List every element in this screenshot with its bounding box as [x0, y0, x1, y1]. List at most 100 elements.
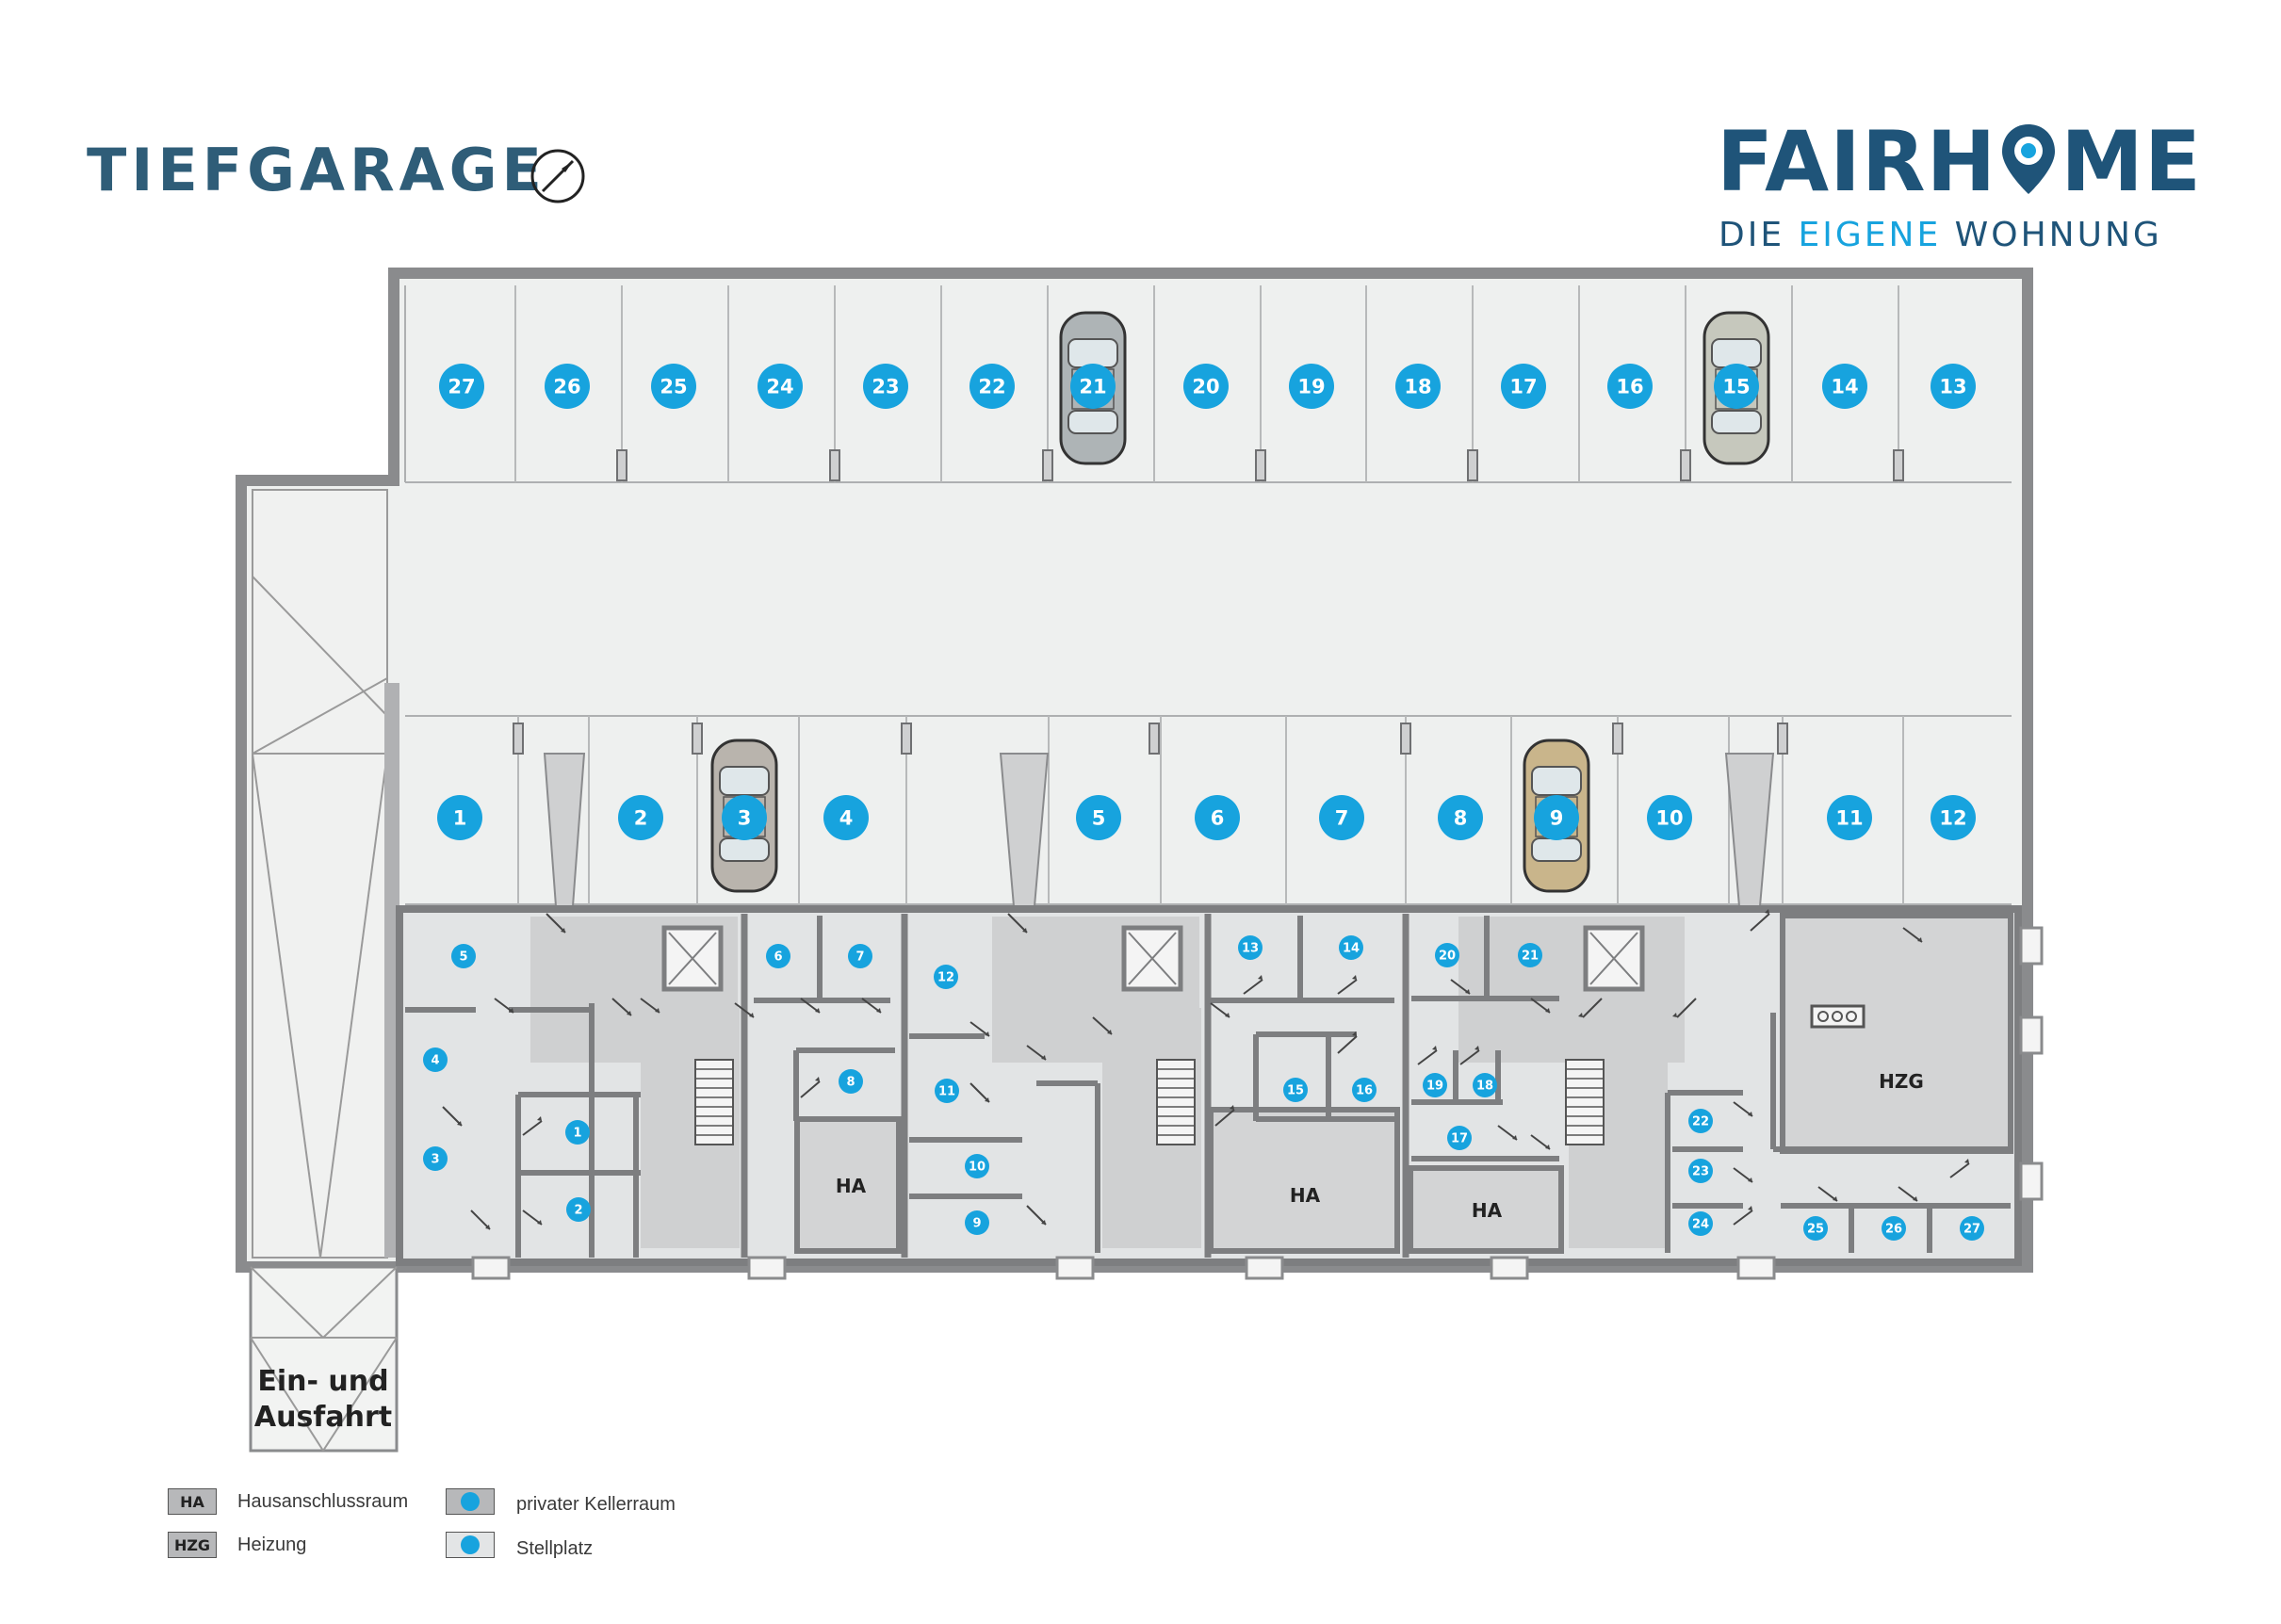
door-26	[1417, 1046, 1438, 1065]
cars	[710, 311, 1770, 893]
pillar-bottom-7	[1777, 723, 1788, 755]
parking-space-14: 14	[1822, 364, 1867, 409]
room-labels: HA HA HA HZG	[836, 1070, 1924, 1222]
cellar-18: 18	[1473, 1073, 1497, 1097]
svg-text:3: 3	[738, 807, 752, 830]
vent-shafts	[543, 753, 1775, 907]
parking-space-6: 6	[1195, 795, 1240, 840]
brand-logo: FAIRH ME DIE EIGENE WOHNUNG	[1717, 121, 2201, 257]
svg-text:12: 12	[1939, 807, 1966, 830]
svg-text:18: 18	[1476, 1080, 1493, 1094]
tagline-part2: WOHNUNG	[1941, 216, 2162, 254]
room-label-hzg: HZG	[1879, 1070, 1924, 1093]
cellar-1: 1	[565, 1120, 590, 1145]
door-7	[522, 1210, 543, 1226]
cellar-12: 12	[934, 965, 958, 989]
parking-space-19: 19	[1289, 364, 1334, 409]
door-18	[1092, 1016, 1113, 1035]
cellar-26: 26	[1882, 1216, 1906, 1241]
parking-space-21: 21	[1070, 364, 1116, 409]
cellar-5: 5	[451, 944, 476, 968]
door-22	[1337, 975, 1358, 995]
tagline-highlight: EIGENE	[1798, 216, 1942, 254]
pillar-top-6	[1680, 449, 1691, 481]
logo-wordmark: FAIRH ME	[1717, 121, 2202, 203]
svg-text:11: 11	[1835, 807, 1863, 830]
staircase-2	[1156, 1059, 1196, 1145]
door-35	[1750, 909, 1770, 932]
svg-text:20: 20	[1192, 376, 1219, 398]
parking-space-10: 10	[1647, 795, 1692, 840]
svg-text:26: 26	[553, 376, 580, 398]
logo-tagline: DIE EIGENE WOHNUNG	[1719, 219, 2162, 252]
door-29	[1530, 1134, 1551, 1150]
parking-space-15: 15	[1714, 364, 1759, 409]
boiler-icon	[1810, 1004, 1866, 1029]
door-15	[969, 1082, 990, 1103]
svg-text:14: 14	[1343, 942, 1360, 956]
cellar-19: 19	[1423, 1073, 1447, 1097]
door-33	[1733, 1167, 1753, 1183]
svg-text:5: 5	[1092, 807, 1106, 830]
cellar-27: 27	[1960, 1216, 1984, 1241]
staircase-1	[694, 1059, 734, 1145]
svg-text:23: 23	[872, 376, 899, 398]
cellar-6: 6	[766, 944, 790, 968]
parking-space-16: 16	[1607, 364, 1653, 409]
parking-space-18: 18	[1395, 364, 1441, 409]
legend-key-parking	[446, 1532, 495, 1558]
svg-text:4: 4	[839, 807, 854, 830]
legend-label-ha: Hausanschlussraum	[237, 1491, 409, 1512]
pillar-bottom-2	[692, 723, 703, 755]
svg-text:16: 16	[1356, 1084, 1373, 1098]
parking-space-22: 22	[969, 364, 1015, 409]
svg-text:10: 10	[1655, 807, 1683, 830]
door-swings	[442, 909, 1970, 1230]
legend-key-cellar	[446, 1488, 495, 1515]
door-34	[1733, 1206, 1753, 1226]
svg-text:22: 22	[978, 376, 1005, 398]
parking-space-7: 7	[1319, 795, 1364, 840]
door-32	[1733, 1101, 1753, 1117]
pillar-bottom-1	[513, 723, 524, 755]
door-17	[1026, 1205, 1047, 1226]
cellar-21: 21	[1518, 943, 1542, 967]
svg-text:14: 14	[1831, 376, 1858, 398]
legend-label-cellar: privater Kellerraum	[516, 1494, 676, 1515]
parking-space-13: 13	[1931, 364, 1976, 409]
parking-space-20: 20	[1183, 364, 1229, 409]
pillar-bottom-5	[1400, 723, 1411, 755]
room-label-ha-2: HA	[1290, 1184, 1321, 1207]
svg-text:9: 9	[1550, 807, 1564, 830]
svg-text:8: 8	[846, 1076, 855, 1090]
svg-text:27: 27	[448, 376, 475, 398]
door-38	[1817, 1186, 1838, 1202]
parking-space-1: 1	[437, 795, 482, 840]
door-8	[640, 998, 660, 1014]
parking-space-9: 9	[1534, 795, 1579, 840]
entrance-label-1: Ein- und	[257, 1365, 388, 1398]
parking-space-26: 26	[545, 364, 590, 409]
svg-text:16: 16	[1616, 376, 1643, 398]
stairs	[694, 1059, 1605, 1145]
svg-text:13: 13	[1242, 942, 1259, 956]
cellar-17: 17	[1447, 1126, 1472, 1150]
room-label-ha-1: HA	[836, 1175, 867, 1197]
svg-text:6: 6	[1211, 807, 1225, 830]
north-arrow-icon	[530, 149, 585, 203]
door-4	[442, 1106, 463, 1127]
svg-text:7: 7	[1335, 807, 1349, 830]
svg-text:26: 26	[1885, 1223, 1902, 1237]
parking-space-3: 3	[722, 795, 767, 840]
staircase-3	[1565, 1059, 1605, 1145]
pillar-bottom-6	[1612, 723, 1623, 755]
cellar-9: 9	[965, 1210, 989, 1235]
door-14	[969, 1021, 990, 1037]
svg-text:23: 23	[1692, 1165, 1709, 1179]
tagline-part1: DIE	[1719, 216, 1799, 254]
svg-text:15: 15	[1722, 376, 1750, 398]
svg-text:18: 18	[1404, 376, 1431, 398]
